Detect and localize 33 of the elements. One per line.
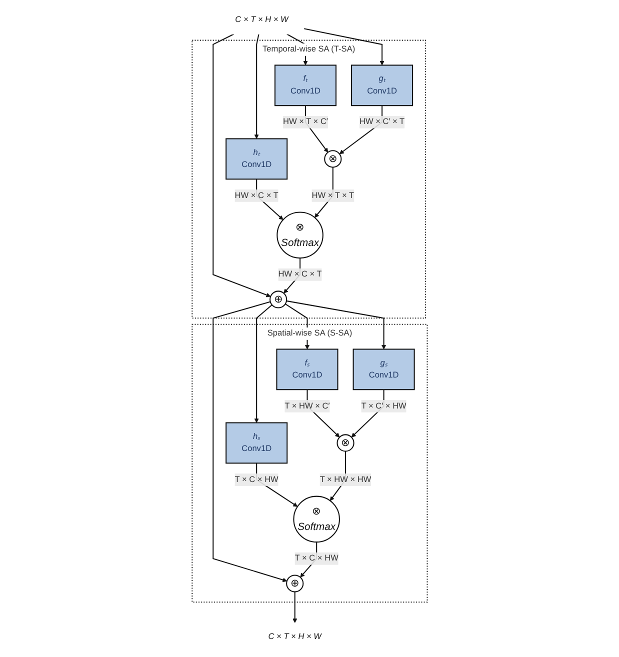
- node-box: [350, 64, 413, 106]
- edge-label: T × C × HW: [234, 475, 278, 484]
- edge-label: T × C′ × HW: [361, 402, 406, 410]
- node-circle: [286, 574, 304, 592]
- arrow: [212, 34, 271, 298]
- node-circle: [292, 496, 340, 543]
- arrow: [304, 28, 384, 66]
- node-circle: [336, 434, 354, 452]
- edge-label: HW × C × T: [234, 191, 278, 200]
- node-text: C × T × H × W: [268, 632, 322, 641]
- arrow: [254, 34, 260, 139]
- node-box: [352, 348, 415, 390]
- node-circle: [276, 212, 324, 259]
- edge-label: T × C × HW: [294, 554, 338, 563]
- edge-label: HW × C′ × T: [359, 118, 404, 126]
- arrow: [286, 300, 386, 350]
- edge-label: HW × T × C′: [282, 118, 328, 126]
- edge-label: HW × C × T: [278, 270, 322, 279]
- cluster: [191, 324, 428, 603]
- node-box: [274, 64, 336, 106]
- edge-label: HW × T × T: [312, 191, 354, 200]
- node-box: [225, 422, 288, 464]
- edge-label: T × HW × C′: [284, 402, 330, 410]
- node-text: C × T × H × W: [234, 15, 288, 24]
- arrow: [254, 304, 272, 423]
- node-circle: [269, 290, 287, 308]
- arrow: [292, 592, 297, 624]
- node-box: [276, 348, 338, 390]
- node-box: [225, 138, 288, 180]
- arrow: [212, 301, 287, 582]
- edge-label: T × HW × HW: [320, 475, 372, 484]
- cluster: [191, 40, 426, 319]
- node-circle: [324, 150, 342, 168]
